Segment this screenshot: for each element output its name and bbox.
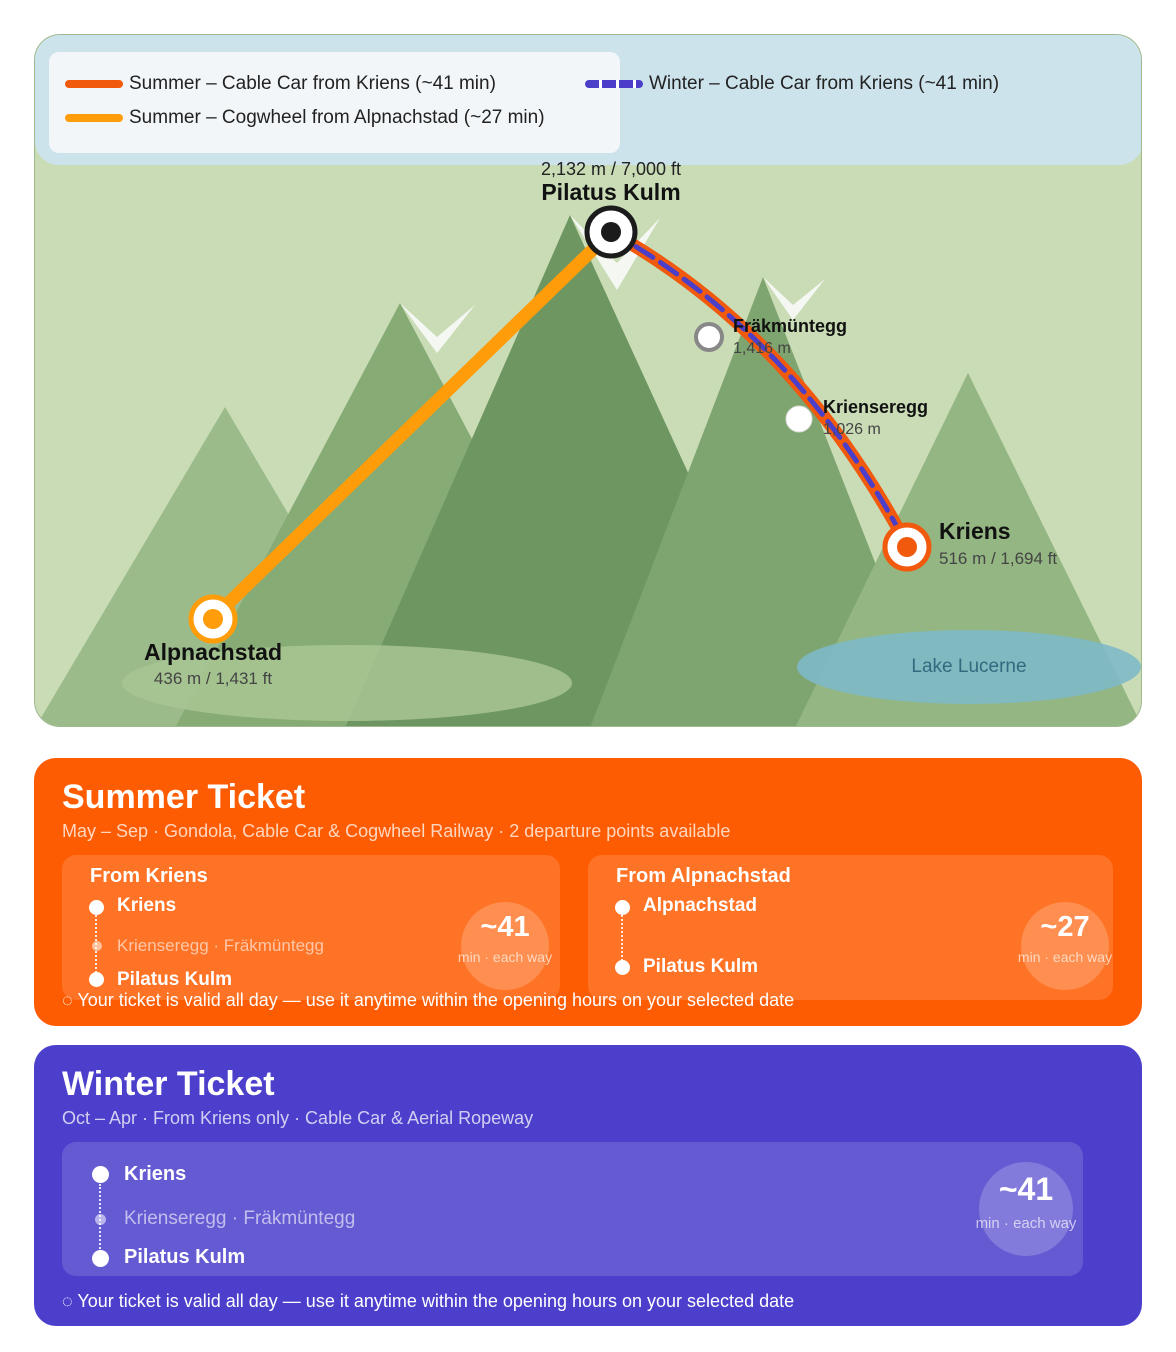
route-mid: Krienseregg · Fräkmüntegg: [124, 1208, 356, 1229]
route-mid-dot: [95, 1214, 106, 1225]
panel-title: From Kriens: [90, 865, 208, 887]
lake-ellipse: [797, 630, 1141, 704]
legend-swatch-summer-cog: [65, 114, 123, 122]
map-illustration: [36, 205, 1141, 726]
legend-label: Summer – Cogwheel from Alpnachstad (~27 …: [129, 107, 545, 128]
summer-ticket-subtitle: May – Sep · Gondola, Cable Car & Cogwhee…: [62, 821, 731, 841]
krienseregg-name: Krienseregg: [823, 397, 929, 417]
fraekmuentegg-name: Fräkmüntegg: [733, 316, 848, 336]
route-mid-dot: [92, 941, 102, 951]
summit-elevation: 2,132 m / 7,000 ft: [540, 159, 682, 179]
lake-label: Lake Lucerne: [911, 656, 1027, 677]
station-krienseregg-marker: [785, 405, 813, 433]
winter-validity-note: ◌ Your ticket is valid all day — use it …: [62, 1291, 795, 1311]
snow-cap: [763, 277, 825, 320]
legend-item-summer-cog: Summer – Cogwheel from Alpnachstad (~27 …: [65, 107, 545, 129]
route-end-dot: [615, 960, 630, 975]
fraekmuentegg-elevation: 1,416 m: [733, 340, 791, 357]
route-start-dot: [615, 900, 630, 915]
station-kriens-marker-core: [897, 537, 917, 557]
winter-ticket-subtitle: Oct – Apr · From Kriens only · Cable Car…: [62, 1108, 534, 1128]
route-end: Pilatus Kulm: [124, 1246, 246, 1268]
duration-unit: min · each way: [975, 1215, 1077, 1232]
summit-name: Pilatus Kulm: [541, 179, 681, 205]
summer-ticket-title: Summer Ticket: [62, 778, 306, 816]
panel-title: From Alpnachstad: [616, 865, 791, 887]
krienseregg-elevation: 1,026 m: [823, 421, 881, 438]
legend-item-winter: Winter – Cable Car from Kriens (~41 min): [585, 73, 999, 95]
winter-ticket-title: Winter Ticket: [62, 1065, 275, 1103]
legend-label: Summer – Cable Car from Kriens (~41 min): [129, 73, 496, 94]
route-start: Alpnachstad: [643, 895, 758, 916]
summit-marker-core: [601, 222, 621, 242]
winter-ticket-card: Winter Ticket Oct – Apr · From Kriens on…: [34, 1045, 1142, 1326]
route-start: Kriens: [117, 895, 177, 916]
summer-route-kriens: From Kriens Kriens Krienseregg · Fräkmün…: [62, 855, 560, 1000]
route-map: Summer – Cable Car from Kriens (~41 min)…: [34, 34, 1142, 727]
legend-label: Winter – Cable Car from Kriens (~41 min): [649, 73, 1000, 94]
legend-item-summer-cable: Summer – Cable Car from Kriens (~41 min): [65, 73, 496, 95]
route-line: [621, 915, 623, 965]
snow-cap: [570, 215, 660, 290]
route-end: Pilatus Kulm: [643, 956, 759, 977]
route-end-dot: [89, 972, 104, 987]
alpnachstad-elevation: 436 m / 1,431 ft: [153, 669, 273, 688]
legend: [49, 52, 620, 153]
alpnachstad-name: Alpnachstad: [143, 639, 283, 665]
duration-unit: min · each way: [457, 949, 553, 965]
route-end-dot: [92, 1250, 109, 1267]
route-end: Pilatus Kulm: [117, 969, 233, 990]
duration-badge: [979, 1162, 1073, 1256]
route-start-dot: [92, 1166, 109, 1183]
route-mid: Krienseregg · Fräkmüntegg: [117, 936, 324, 955]
legend-swatch-winter: [585, 80, 643, 88]
snow-cap: [400, 303, 475, 353]
route-start: Kriens: [124, 1163, 187, 1185]
duration-badge: [461, 902, 549, 990]
summer-route-alpnachstad: From Alpnachstad Alpnachstad Pilatus Kul…: [588, 855, 1113, 1000]
duration-unit: min · each way: [1017, 949, 1113, 965]
winter-route: [608, 229, 910, 548]
summer-validity-note: ◌ Your ticket is valid all day — use it …: [62, 990, 795, 1010]
station-alpnachstad-marker-core: [203, 609, 223, 629]
duration-value: ~41: [998, 1171, 1054, 1207]
kriens-name: Kriens: [939, 518, 1011, 544]
summer-ticket-card: Summer Ticket May – Sep · Gondola, Cable…: [34, 758, 1142, 1026]
duration-value: ~27: [1040, 911, 1090, 943]
duration-value: ~41: [480, 911, 530, 943]
route-start-dot: [89, 900, 104, 915]
duration-badge: [1021, 902, 1109, 990]
station-fraekmuentegg-marker: [694, 322, 724, 352]
legend-swatch-summer-cable: [65, 80, 123, 88]
cogwheel-route: [205, 225, 618, 626]
valley-ellipse: [122, 645, 572, 721]
winter-route-kriens: Kriens Krienseregg · Fräkmüntegg Pilatus…: [62, 1142, 1083, 1276]
kriens-elevation: 516 m / 1,694 ft: [939, 549, 1058, 568]
